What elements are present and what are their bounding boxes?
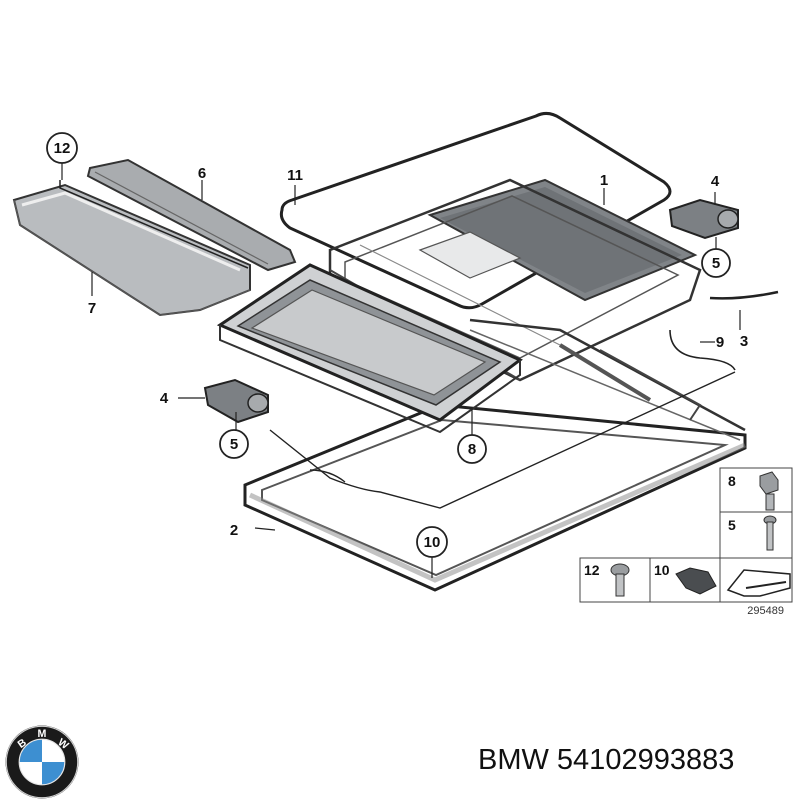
callout-10-circle xyxy=(416,526,448,558)
callout-7: 7 xyxy=(88,300,96,317)
part-3-cable xyxy=(709,290,779,300)
part-6-deflector-bar xyxy=(86,158,297,272)
callout-9: 9 xyxy=(716,334,724,351)
screw-icon-5 xyxy=(763,515,777,551)
callout-5-rear: 5 xyxy=(712,255,720,272)
screw-icon-12 xyxy=(610,563,630,597)
callout-10: 10 xyxy=(424,534,441,551)
callout-labels: 1 2 3 4 4 5 5 6 7 8 9 10 11 12 xyxy=(46,132,748,558)
part-7-shade-panel xyxy=(12,183,251,317)
callout-8: 8 xyxy=(468,441,476,458)
drain-wire xyxy=(269,371,736,509)
legend-label-12: 12 xyxy=(584,562,600,578)
legend-label-5: 5 xyxy=(728,517,736,533)
part-4-motor-rear xyxy=(668,198,739,240)
arrow-icon xyxy=(726,569,791,597)
reference-number: 295489 xyxy=(747,605,784,617)
callout-5-rear-circle xyxy=(701,248,731,278)
part-11-seal xyxy=(279,111,672,310)
part-9-cable xyxy=(669,329,736,371)
callout-12-circle xyxy=(46,132,78,164)
callout-4-front: 4 xyxy=(160,390,169,407)
part-number-caption: BMW 54102993883 xyxy=(478,744,735,776)
callout-2: 2 xyxy=(230,522,238,539)
clip-icon xyxy=(675,567,717,595)
callout-leaders xyxy=(61,162,741,578)
legend-box-screw-5 xyxy=(719,511,793,559)
fastener-legend: 8 5 12 10 295489 xyxy=(579,467,793,617)
callout-6: 6 xyxy=(198,165,206,182)
legend-label-10: 10 xyxy=(654,562,670,578)
legend-label-8: 8 xyxy=(728,473,736,489)
callout-11: 11 xyxy=(287,167,303,184)
bmw-logo: B M W xyxy=(5,725,79,799)
part-12-line xyxy=(59,180,249,269)
svg-text:M: M xyxy=(37,728,46,740)
callout-1: 1 xyxy=(600,172,608,189)
bolt-icon xyxy=(759,471,779,511)
callout-4-rear: 4 xyxy=(711,173,720,190)
callout-8-circle xyxy=(457,434,487,464)
callout-12: 12 xyxy=(54,140,71,157)
part-4-motor-front xyxy=(203,378,269,424)
callout-5-front-circle xyxy=(219,429,249,459)
callout-3: 3 xyxy=(740,333,748,350)
legend-box-bolt-8 xyxy=(719,467,793,513)
callout-5-front: 5 xyxy=(230,436,238,453)
